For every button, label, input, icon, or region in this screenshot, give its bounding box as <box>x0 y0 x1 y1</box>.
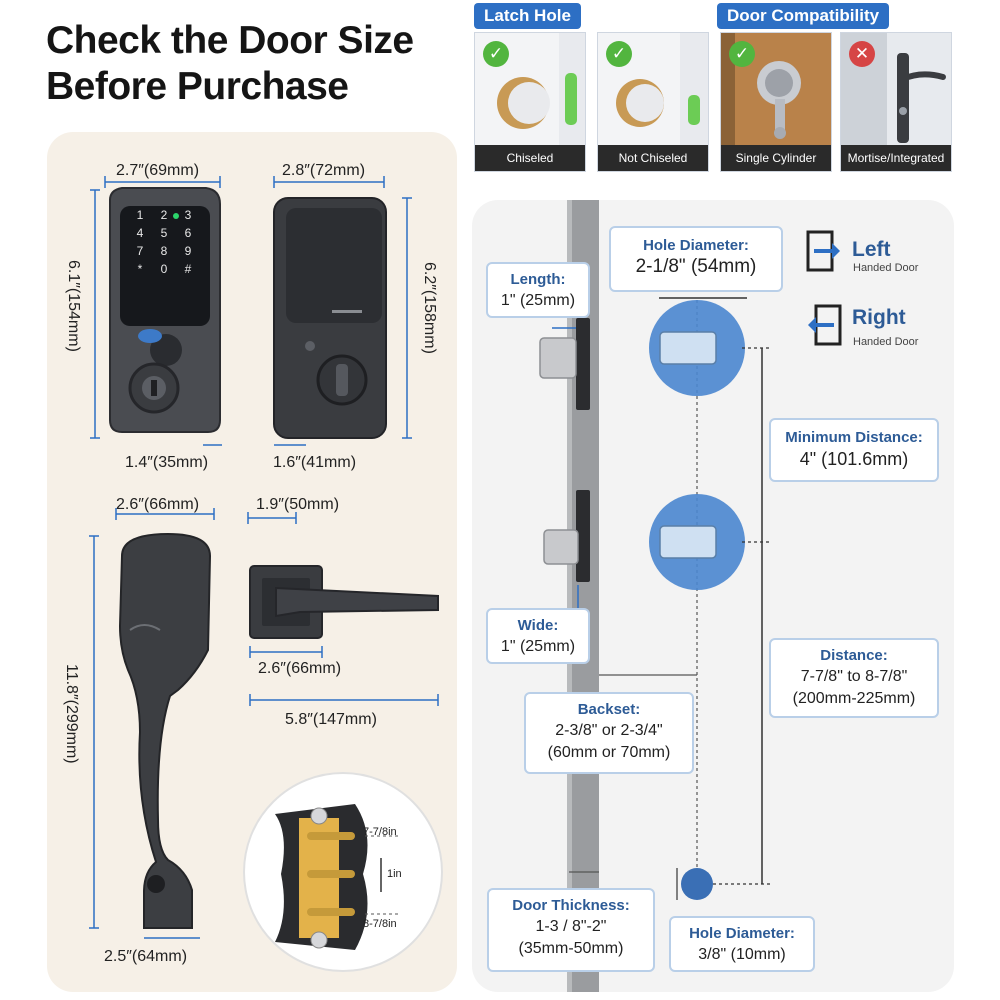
keypad-digits: 1 2 3 4 5 6 7 8 9 * 0 # <box>130 208 202 276</box>
tile-caption: Mortise/Integrated <box>841 145 951 171</box>
keypad-key: 9 <box>184 244 192 258</box>
backset-heading: Backset: <box>577 701 641 718</box>
small-hole-value: 3/8" (10mm) <box>698 946 786 963</box>
keypad-key: 3 <box>184 208 192 222</box>
wide-value: 1" (25mm) <box>500 638 576 655</box>
distance-callout: Distance: 7-7/8" to 8-7/8" (200mm-225mm) <box>769 638 939 718</box>
title-line-1: Check the Door Size <box>46 19 414 62</box>
tile-mortise-integrated: ✕ Mortise/Integrated <box>840 32 952 172</box>
length-heading: Length: <box>510 271 566 288</box>
tile-not-chiseled: ✓ Not Chiseled <box>597 32 709 172</box>
keypad-height-label: 6.1″(154mm) <box>65 260 82 352</box>
screw-lower-label: 8-7/8in <box>363 918 397 930</box>
interior-unit-diagram <box>273 176 412 446</box>
minimum-distance-value: 4" (101.6mm) <box>799 449 909 469</box>
check-icon: ✓ <box>729 41 755 67</box>
length-callout: Length: 1" (25mm) <box>486 262 590 318</box>
handle-diagram <box>89 508 215 939</box>
keypad-key: 0 <box>160 262 168 276</box>
hole-diameter-heading: Hole Diameter: <box>643 237 749 254</box>
latch-hole-tag: Latch Hole <box>474 3 581 29</box>
keypad-key: 2 <box>160 208 168 222</box>
door-thickness-callout: Door Thickness: 1-3 / 8"-2" (35mm-50mm) <box>487 888 655 972</box>
tile-chiseled: ✓ Chiseled <box>474 32 586 172</box>
hole-diameter-callout: Hole Diameter: 2-1/8" (54mm) <box>609 226 783 292</box>
wide-callout: Wide: 1" (25mm) <box>486 608 590 664</box>
handle-width-label: 2.6″(66mm) <box>116 496 200 513</box>
wide-heading: Wide: <box>517 617 559 634</box>
page-title: Check the Door Size Before Purchase <box>46 18 466 110</box>
screw-gap-label: 1in <box>387 868 402 880</box>
door-prep-diagram <box>539 200 772 992</box>
keypad-key: 5 <box>160 226 168 240</box>
backset-line-1: 2-3/8" or 2-3/4" <box>555 722 663 739</box>
minimum-distance-heading: Minimum Distance: <box>785 429 923 446</box>
screw-spacing-illustration <box>275 804 401 950</box>
distance-heading: Distance: <box>820 647 888 664</box>
screw-upper-label: 7-7/8in <box>363 826 397 838</box>
distance-line-2: (200mm-225mm) <box>792 690 916 707</box>
small-hole-callout: Hole Diameter: 3/8" (10mm) <box>669 916 815 972</box>
distance-line-1: 7-7/8" to 8-7/8" <box>800 668 908 685</box>
chiseled-illustration <box>475 33 585 147</box>
minimum-distance-callout: Minimum Distance: 4" (101.6mm) <box>769 418 939 482</box>
handle-bottom-label: 2.5″(64mm) <box>104 948 188 965</box>
tile-caption: Not Chiseled <box>598 145 708 171</box>
tile-caption: Single Cylinder <box>721 145 831 171</box>
interior-width-label: 2.8″(72mm) <box>282 162 366 179</box>
hole-diameter-value: 2-1/8" (54mm) <box>635 256 757 277</box>
small-hole-heading: Hole Diameter: <box>689 925 795 942</box>
keypad-width-label: 2.7″(69mm) <box>116 162 200 179</box>
keypad-key: 8 <box>160 244 168 258</box>
tile-caption: Chiseled <box>475 145 585 171</box>
door-thickness-line-2: (35mm-50mm) <box>518 940 624 957</box>
left-handed-door-icon <box>806 230 840 272</box>
title-line-2: Before Purchase <box>46 65 349 108</box>
screw-spacing-inset: 7-7/8in 1in 8-7/8in <box>243 772 443 972</box>
left-handed-label: Left <box>852 238 891 261</box>
keypad-front-diagram <box>90 176 222 446</box>
single-cylinder-illustration <box>721 33 831 147</box>
backset-line-2: (60mm or 70mm) <box>547 744 671 761</box>
interior-height-label: 6.2″(158mm) <box>421 262 438 354</box>
right-handed-sub: Handed Door <box>853 336 919 348</box>
door-thickness-line-1: 1-3 / 8"-2" <box>535 918 607 935</box>
backset-callout: Backset: 2-3/8" or 2-3/4" (60mm or 70mm) <box>524 692 694 774</box>
lever-length-label: 5.8″(147mm) <box>285 711 377 728</box>
left-handed-sub: Handed Door <box>853 262 919 274</box>
door-compatibility-tag: Door Compatibility <box>717 3 890 29</box>
keypad-key: 4 <box>136 226 144 240</box>
lever-base-label: 2.6″(66mm) <box>258 660 342 677</box>
handle-height-label: 11.8″(299mm) <box>63 664 80 764</box>
keypad-key: * <box>137 262 143 276</box>
right-handed-door-icon <box>808 304 842 346</box>
keypad-depth-label: 1.4″(35mm) <box>125 454 209 471</box>
check-icon: ✓ <box>483 41 509 67</box>
length-value: 1" (25mm) <box>500 292 576 309</box>
door-thickness-heading: Door Thickness: <box>512 897 630 914</box>
lever-depth-label: 1.9″(50mm) <box>256 496 340 513</box>
cross-icon: ✕ <box>849 41 875 67</box>
lever-diagram <box>247 512 439 706</box>
tile-single-cylinder: ✓ Single Cylinder <box>720 32 832 172</box>
interior-depth-label: 1.6″(41mm) <box>273 454 357 471</box>
keypad-key: 6 <box>184 226 192 240</box>
keypad-key: 1 <box>136 208 144 222</box>
keypad-key: # <box>184 262 192 276</box>
check-icon: ✓ <box>606 41 632 67</box>
right-handed-label: Right <box>852 306 906 329</box>
keypad-key: 7 <box>136 244 144 258</box>
